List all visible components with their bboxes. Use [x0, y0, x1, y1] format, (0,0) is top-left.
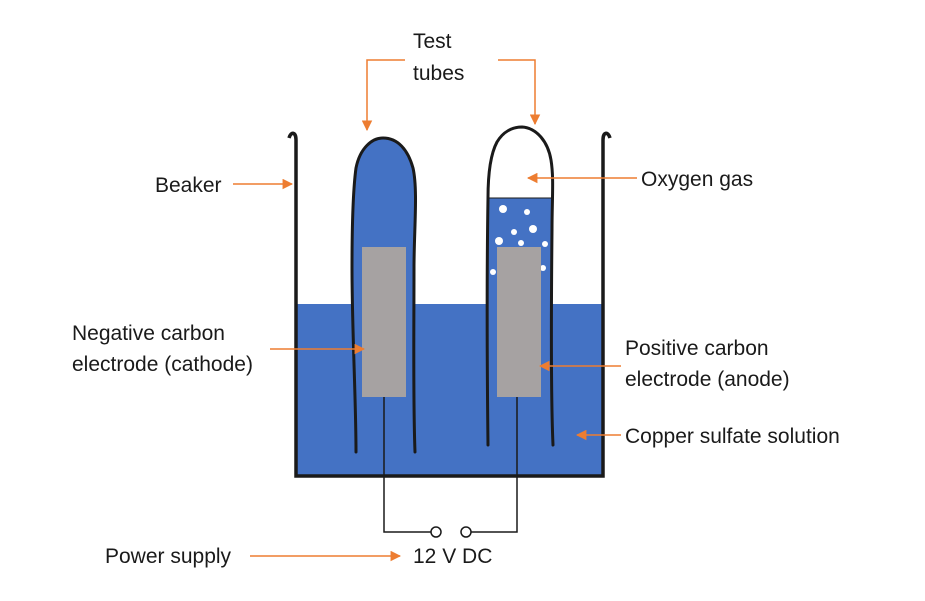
- test-tube-arrow-right: [498, 59, 541, 126]
- copper-sulfate-solution: [297, 304, 602, 475]
- bubble: [518, 240, 524, 246]
- bubble: [540, 265, 546, 271]
- power-terminal-right: [460, 526, 472, 538]
- power-terminal-left: [430, 526, 442, 538]
- right-test-tube: [485, 125, 555, 447]
- bubble: [499, 205, 507, 213]
- beaker: [287, 131, 612, 478]
- negative-electrode: [362, 247, 406, 397]
- circuit-wires: [383, 397, 518, 533]
- oxygen-bubbles: [490, 205, 548, 275]
- voltage-label: 12 V DC: [413, 545, 492, 568]
- positive-electrode: [497, 247, 541, 397]
- test-tubes-label-line1: Test: [413, 30, 452, 53]
- bubble: [529, 225, 537, 233]
- positive-electrode-label-line1: Positive carbon: [625, 337, 769, 360]
- positive-electrode-label-line2: electrode (anode): [625, 368, 790, 391]
- negative-electrode-label-line1: Negative carbon: [72, 322, 225, 345]
- power-supply-label: Power supply: [105, 545, 232, 568]
- bubble: [495, 237, 503, 245]
- negative-electrode-label-line2: electrode (cathode): [72, 353, 253, 376]
- copper-sulfate-label: Copper sulfate solution: [625, 425, 840, 448]
- beaker-label: Beaker: [155, 174, 222, 197]
- test-tube-arrow-left: [361, 59, 405, 132]
- bubble: [524, 209, 530, 215]
- bubble: [542, 241, 548, 247]
- test-tubes-label-line2: tubes: [413, 62, 464, 85]
- bubble: [511, 229, 517, 235]
- annotation-arrows: [233, 59, 637, 562]
- bubble: [490, 269, 496, 275]
- oxygen-gas-label: Oxygen gas: [641, 168, 753, 191]
